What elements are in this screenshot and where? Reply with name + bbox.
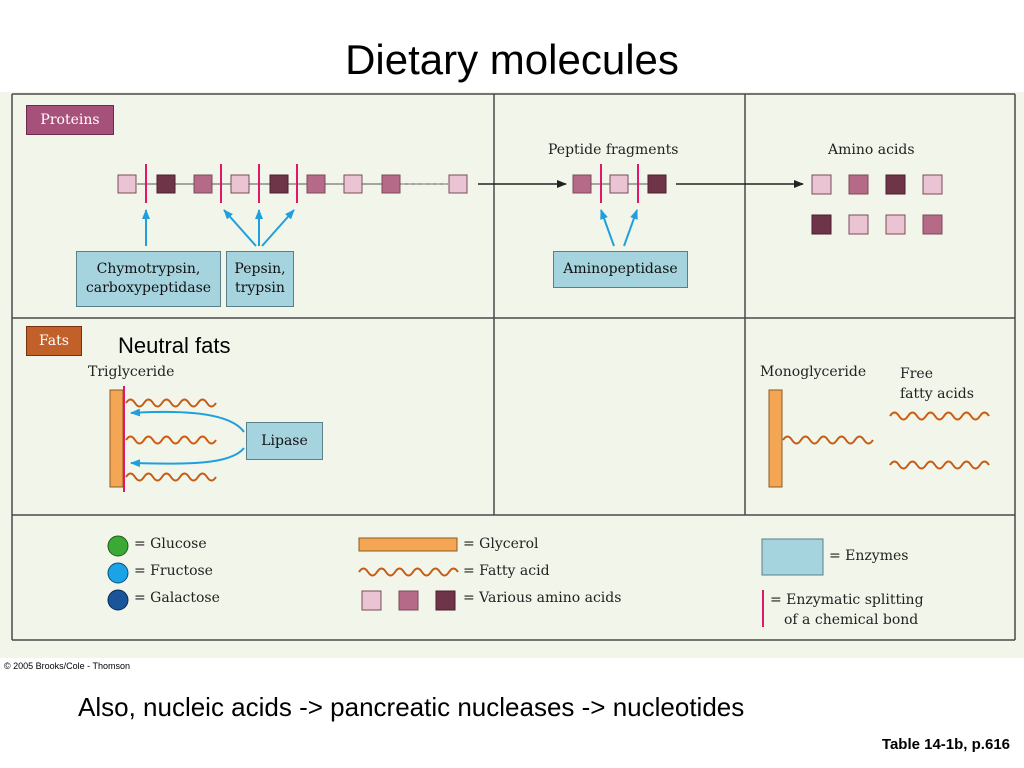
legend-galactose: = Galactose: [134, 590, 220, 606]
chymotrypsin-enzyme-box: Chymotrypsin, carboxypeptidase: [76, 251, 221, 307]
amino-acid-square: [230, 174, 250, 194]
legend-enzymatic-splitting-line-1: = Enzymatic splitting: [770, 592, 924, 608]
fatty-acid-wave: [782, 435, 874, 445]
legend-fatty-acid: = Fatty acid: [463, 563, 550, 579]
free-fatty-acids-line-1: Free: [900, 366, 933, 382]
glycerol-swatch: [358, 537, 458, 552]
pepsin-line-1: Pepsin,: [234, 261, 286, 277]
legend-graphics: [107, 535, 824, 627]
triglyceride: [109, 386, 217, 492]
monoglyceride: [768, 389, 874, 488]
amino-acid-square: [193, 174, 213, 194]
amino-acid-swatch: [435, 590, 456, 611]
amino-acid-swatch: [361, 590, 382, 611]
table-reference: Table 14-1b, p.616: [881, 736, 1010, 753]
amino-acid-swatch: [398, 590, 419, 611]
amino-acid-square: [609, 174, 629, 194]
peptide-fragments-label: Peptide fragments: [548, 142, 679, 158]
amino-acid-square: [117, 174, 137, 194]
amino-acid-square: [885, 214, 906, 235]
legend-enzymes: = Enzymes: [829, 548, 909, 564]
aminopeptidase-arrows: [600, 209, 638, 247]
fatty-acid-wave: [889, 411, 990, 421]
amino-acid-square: [156, 174, 176, 194]
page-title: Dietary molecules: [345, 36, 679, 83]
chymotrypsin-line-2: carboxypeptidase: [85, 280, 212, 296]
amino-acid-square: [922, 174, 943, 195]
fatty-acid-wave: [125, 435, 217, 445]
legend-enzymatic-splitting-line-2: of a chemical bond: [784, 612, 919, 628]
neutral-fats-label: Neutral fats: [118, 333, 231, 358]
fats-tag: Fats: [26, 326, 82, 356]
amino-acid-square: [572, 174, 592, 194]
amino-acid-square: [448, 174, 468, 194]
chymotrypsin-arrows: [142, 209, 295, 247]
amino-acid-square: [848, 174, 869, 195]
amino-acid-square: [811, 174, 832, 195]
protein-chain: [117, 164, 468, 203]
triglyceride-label: Triglyceride: [88, 364, 175, 380]
glycerol-bar: [768, 389, 783, 488]
copyright-notice: © 2005 Brooks/Cole - Thomson: [4, 661, 131, 671]
enzyme-swatch: [761, 538, 824, 576]
nucleic-acids-note: Also, nucleic acids -> pancreatic nuclea…: [78, 692, 745, 722]
legend-glucose: = Glucose: [134, 536, 207, 552]
chymotrypsin-line-1: Chymotrypsin,: [96, 261, 201, 277]
amino-acid-square: [848, 214, 869, 235]
peptide-fragment: [572, 164, 667, 203]
lipase-arrows: [130, 408, 245, 468]
amino-acid-square: [269, 174, 289, 194]
fructose-circle: [107, 562, 129, 584]
legend-various-amino-acids: = Various amino acids: [463, 590, 622, 606]
legend-enzymatic-splitting: = Enzymatic splitting of a chemical bond: [770, 590, 924, 630]
legend-glycerol: = Glycerol: [463, 536, 539, 552]
amino-acid-square: [343, 174, 363, 194]
amino-acid-square: [306, 174, 326, 194]
pepsin-enzyme-box: Pepsin, trypsin: [226, 251, 294, 307]
fatty-acid-wave: [125, 398, 217, 408]
amino-acid-square: [811, 214, 832, 235]
fatty-acid-wave: [889, 460, 990, 470]
aminopeptidase-enzyme-box: Aminopeptidase: [553, 251, 688, 288]
proteins-tag: Proteins: [26, 105, 114, 135]
free-fatty-acids-line-2: fatty acids: [900, 386, 974, 402]
grid-lines: [11, 93, 1016, 641]
free-fatty-acids-label: Free fatty acids: [900, 364, 974, 404]
galactose-circle: [107, 589, 129, 611]
amino-acid-square: [647, 174, 667, 194]
monoglyceride-label: Monoglyceride: [760, 364, 867, 380]
amino-acids-label: Amino acids: [828, 142, 915, 158]
pepsin-line-2: trypsin: [235, 280, 285, 296]
free-amino-acids: [811, 174, 943, 235]
amino-acid-square: [381, 174, 401, 194]
amino-acid-square: [922, 214, 943, 235]
fatty-acid-wave: [125, 472, 217, 482]
free-fatty-acids: [889, 411, 990, 470]
glycerol-bar: [109, 389, 124, 488]
lipase-enzyme-box: Lipase: [246, 422, 323, 460]
legend-fructose: = Fructose: [134, 563, 213, 579]
glucose-circle: [107, 535, 129, 557]
fatty-acid-swatch: [358, 567, 459, 577]
amino-acid-square: [885, 174, 906, 195]
